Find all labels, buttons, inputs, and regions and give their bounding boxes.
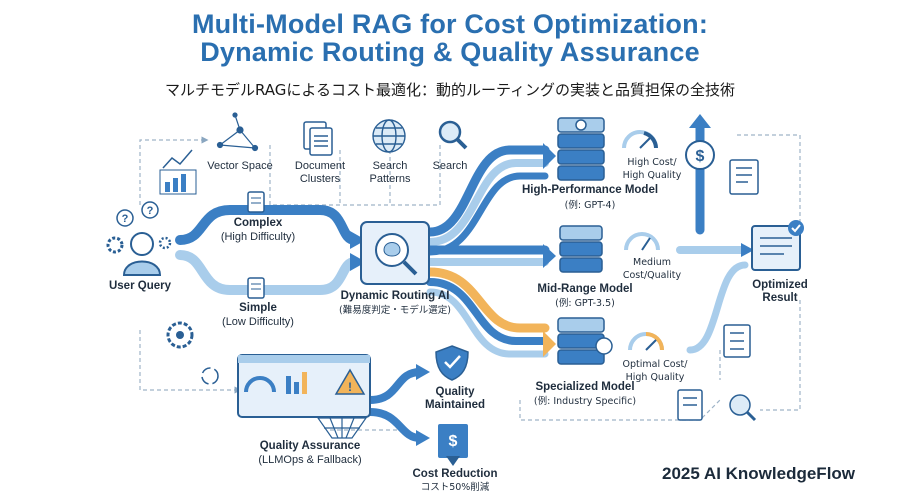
safety-net-icon xyxy=(316,417,368,439)
user-icon: ? ? xyxy=(106,201,172,276)
magnifier-icon xyxy=(438,120,468,150)
report-icon xyxy=(729,159,759,195)
mid-model-sub-label: (例: GPT-3.5) xyxy=(555,298,615,309)
cost-reduction-sub-label: コスト50%削減 xyxy=(420,482,490,493)
svg-text:$: $ xyxy=(696,148,705,165)
title-line-1: Multi-Model RAG for Cost Optimization: xyxy=(191,9,709,39)
subtitle: マルチモデルRAGによるコスト最適化：動的ルーティングの実装と品質担保の全技術 xyxy=(164,81,736,99)
gear-icon xyxy=(166,321,194,349)
complex-doc-icon xyxy=(247,191,265,213)
optimized-result-icon xyxy=(751,220,804,271)
title-line-2: Dynamic Routing & Quality Assurance xyxy=(200,37,700,67)
specialized-model-label: Specialized Model xyxy=(535,381,635,393)
quality-shield-icon xyxy=(435,345,469,381)
svg-text:!: ! xyxy=(348,380,352,394)
simple-sub-label: (Low Difficulty) xyxy=(222,316,294,328)
simple-doc-icon xyxy=(247,277,265,299)
brand-footer: 2025 AI KnowledgeFlow xyxy=(662,464,856,483)
svg-text:?: ? xyxy=(147,205,154,217)
optimal-gauge-icon xyxy=(628,332,664,351)
document-clusters-label: Document Clusters xyxy=(294,160,346,185)
vector-space-label: Vector Space xyxy=(207,160,273,172)
cost-reduction-icon: $ xyxy=(438,424,468,466)
high-model-server-icon xyxy=(557,117,605,181)
line-chart-icon xyxy=(159,149,197,195)
high-model-sub-label: (例: GPT-4) xyxy=(564,200,616,211)
search-label: Search xyxy=(432,160,468,172)
qa-sub-label: (LLMOps & Fallback) xyxy=(258,454,362,466)
dollar-coin-icon: $ xyxy=(685,140,715,170)
high-model-label: High-Performance Model xyxy=(521,184,659,196)
quality-maintained-label: Quality Maintained xyxy=(424,386,486,411)
gear-hub-icon xyxy=(176,331,184,339)
specialized-model-server-icon xyxy=(557,317,613,365)
optimal-gauge-label: Optimal Cost/ High Quality xyxy=(622,359,688,383)
high-cost-gauge-icon xyxy=(622,130,658,149)
complex-sub-label: (High Difficulty) xyxy=(220,231,296,243)
routing-ai-label: Dynamic Routing AI xyxy=(340,290,450,302)
complex-label: Complex xyxy=(233,217,283,229)
cost-reduction-label: Cost Reduction xyxy=(412,468,498,480)
mid-gauge-label: Medium Cost/Quality xyxy=(622,257,682,281)
search-patterns-label: Search Patterns xyxy=(369,160,411,185)
vector-space-icon xyxy=(216,112,259,152)
user-query-label: User Query xyxy=(108,280,171,292)
svg-text:?: ? xyxy=(122,213,129,225)
simple-label: Simple xyxy=(239,302,277,314)
optimized-result-label: Optimized Result xyxy=(752,279,808,304)
routing-ai-sub-label: (難易度判定・モデル選定) xyxy=(339,305,451,316)
routing-ai-icon xyxy=(360,221,430,285)
review-doc-icon xyxy=(677,389,757,422)
refresh-icon xyxy=(201,367,219,385)
checklist-icon xyxy=(723,324,751,358)
mid-model-label: Mid-Range Model xyxy=(537,283,633,295)
mid-model-server-icon xyxy=(559,225,603,273)
document-clusters-icon xyxy=(303,121,333,156)
qa-arrows xyxy=(366,368,424,442)
high-gauge-label: High Cost/ High Quality xyxy=(622,157,682,181)
globe-icon xyxy=(372,119,406,153)
svg-text:$: $ xyxy=(449,433,458,450)
dashed-connectors xyxy=(139,134,801,431)
medium-gauge-icon xyxy=(624,232,660,251)
qa-label: Quality Assurance xyxy=(259,440,361,452)
query-split-arrows xyxy=(175,205,360,295)
routing-ribbons xyxy=(425,145,550,358)
specialized-model-sub-label: (例: Industry Specific) xyxy=(533,396,637,407)
qa-dashboard-icon: ! xyxy=(237,354,371,418)
